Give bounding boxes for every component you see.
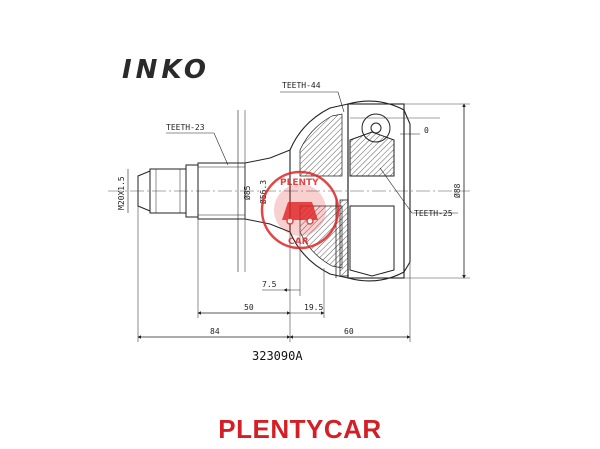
dia-56-label: Ø56.3: [258, 180, 268, 204]
dim-60-label: 60: [344, 327, 354, 336]
extension-lines: [137, 103, 470, 342]
footer-brand: PLENTYCAR: [218, 414, 382, 444]
svg-text:CAR: CAR: [288, 237, 309, 247]
dim-50-label: 50: [244, 303, 254, 312]
dim-19-5-label: 19.5: [304, 303, 323, 312]
teeth-23-label: TEETH-23: [166, 123, 205, 132]
teeth-25-label: TEETH-25: [414, 209, 453, 218]
angle-label: 0: [424, 126, 429, 135]
svg-text:PLENTY: PLENTY: [280, 178, 319, 188]
dim-7-5-label: 7.5: [262, 280, 277, 289]
teeth-44-label: TEETH-44: [282, 81, 321, 90]
dim-84-label: 84: [210, 327, 220, 336]
dimension-lines: [127, 103, 466, 339]
outer-housing: [289, 100, 411, 282]
plentycar-watermark-seal: PLENTY CAR: [260, 170, 340, 250]
abs-ring: [335, 198, 349, 278]
leader-lines: [166, 91, 458, 214]
inko-logo: INKO: [122, 55, 210, 85]
dia-85-label: Ø85: [242, 185, 252, 200]
thread-label: M20X1.5: [117, 176, 126, 210]
svg-text:INKO: INKO: [122, 55, 210, 85]
part-number: 323090A: [252, 349, 303, 363]
car-icon: [282, 202, 318, 220]
inner-race: [349, 113, 395, 277]
dia-88-label: Ø88: [452, 183, 462, 198]
